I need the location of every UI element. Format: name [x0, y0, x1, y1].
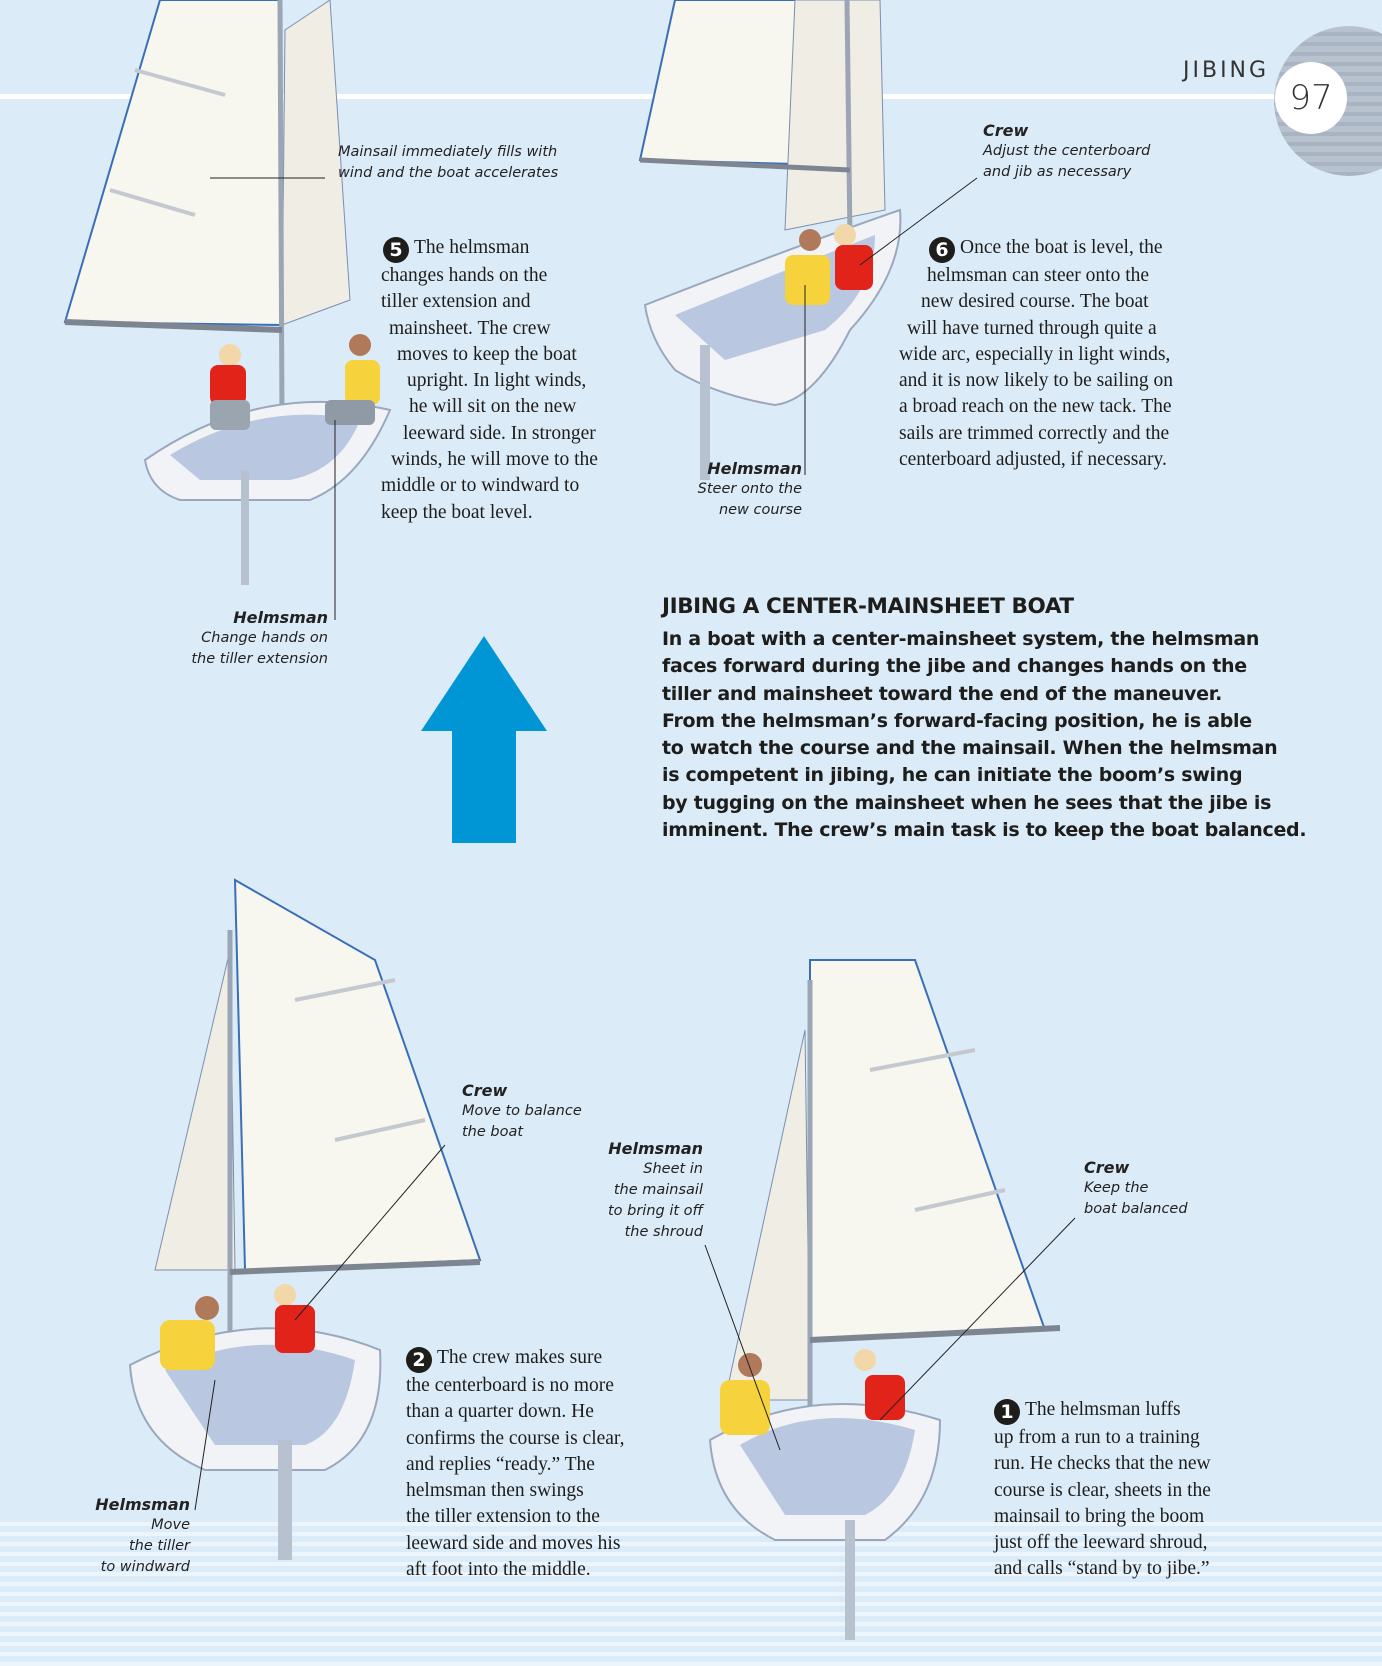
callout-line: the mainsail	[613, 1182, 703, 1198]
step2-number-badge: 2	[406, 1347, 432, 1373]
header-rule	[0, 94, 1285, 99]
running-head: JIBING	[1183, 58, 1270, 83]
callout-line: the boat	[462, 1124, 524, 1140]
step6-number-badge: 6	[929, 237, 955, 263]
step1-line: run. He checks that the new	[994, 1453, 1211, 1475]
callout-role: Crew	[1084, 1158, 1130, 1177]
callout-helmsman-step1: Helmsman Sheet in the mainsail to bring …	[590, 1138, 703, 1243]
callout-line: new course	[718, 502, 802, 518]
callout-role: Helmsman	[707, 459, 802, 478]
callout-role: Helmsman	[608, 1139, 703, 1158]
callout-line: Adjust the centerboard	[983, 143, 1151, 159]
step5-line: tiller extension and	[381, 291, 531, 313]
step5-line: leeward side. In stronger	[403, 422, 596, 444]
step5-line: mainsheet. The crew	[389, 317, 551, 339]
step1-line: mainsail to bring the boom	[994, 1505, 1205, 1527]
step2-line: the tiller extension to the	[406, 1506, 600, 1528]
step2-line: and replies “ready.” The	[406, 1453, 595, 1475]
callout-line: the tiller	[128, 1538, 190, 1554]
step1-number-badge: 1	[994, 1399, 1020, 1425]
callout-line: and jib as necessary	[983, 164, 1132, 180]
step2-line: leeward side and moves his	[406, 1532, 621, 1554]
step5-line: changes hands on the	[381, 265, 548, 286]
section-line: From the helmsman’s forward-facing posit…	[662, 709, 1252, 732]
callout-line: Mainsail immediately fills with	[338, 144, 558, 160]
section-line: imminent. The crew’s main task is to kee…	[662, 819, 1307, 842]
callout-line: Move	[151, 1517, 190, 1533]
step6-line: sails are trimmed correctly and the	[899, 422, 1170, 444]
callout-line: to windward	[100, 1559, 190, 1575]
step2-line: aft foot into the middle.	[406, 1559, 591, 1581]
step5-line: moves to keep the boat	[397, 343, 577, 365]
step6-line: new desired course. The boat	[921, 291, 1149, 313]
callout-role: Helmsman	[95, 1495, 190, 1514]
section-title: JIBING A CENTER-MAINSHEET BOAT	[662, 594, 1074, 619]
callout-line: the shroud	[624, 1224, 703, 1240]
callout-line: Change hands on	[201, 630, 328, 646]
step1-line: course is clear, sheets in the	[994, 1479, 1211, 1501]
step6-line: a broad reach on the new tack. The	[899, 396, 1172, 418]
callout-role: Crew	[983, 121, 1029, 140]
illustration-step6-boat	[638, 0, 978, 480]
step1-line: and calls “stand by to jibe.”	[994, 1558, 1210, 1580]
page-background-stripes	[0, 1516, 1382, 1666]
section-line: tiller and mainsheet toward the end of t…	[662, 682, 1223, 705]
callout-line: Sheet in	[643, 1161, 703, 1177]
callout-line: Keep the	[1084, 1180, 1149, 1196]
step2-line: than a quarter down. He	[406, 1401, 594, 1423]
step5-line: winds, he will move to the	[391, 449, 598, 471]
callout-role: Helmsman	[233, 608, 328, 627]
step6-line: helmsman can steer onto the	[927, 265, 1150, 286]
step2-line: helmsman then swings	[406, 1480, 584, 1502]
callout-helmsman-step6: Helmsman Steer onto the new course	[680, 458, 802, 521]
section-body: In a boat with a center-mainsheet system…	[662, 626, 1307, 844]
callout-helmsman-step2: Helmsman Move the tiller to windward	[90, 1494, 190, 1578]
illustration-step1-boat	[704, 959, 1076, 1640]
step6-line: will have turned through quite a	[907, 317, 1157, 339]
step6-line: Once the boat is level, the	[960, 237, 1163, 258]
step5-line: upright. In light winds,	[407, 370, 587, 392]
callout-line: to bring it off	[607, 1203, 703, 1219]
step6-line: and it is now likely to be sailing on	[899, 370, 1174, 392]
section-line: to watch the course and the mainsail. Wh…	[662, 737, 1278, 760]
callout-line: Steer onto the	[697, 481, 802, 497]
callout-line: the tiller extension	[191, 651, 328, 667]
step5-line: The helmsman	[414, 237, 530, 258]
section-line: is competent in jibing, he can initiate …	[662, 764, 1243, 787]
callout-crew-step6: Crew Adjust the centerboard and jib as n…	[983, 120, 1150, 183]
step6-line: wide arc, especially in light winds,	[899, 343, 1171, 365]
callout-mainsail-fills: Mainsail immediately fills with wind and…	[338, 142, 558, 184]
callout-line: boat balanced	[1084, 1201, 1188, 1217]
up-arrow-icon	[421, 636, 547, 843]
page-number: 97	[1275, 62, 1347, 134]
step2-line: the centerboard is no more	[406, 1375, 614, 1396]
step5-line: keep the boat level.	[381, 501, 533, 523]
callout-helmsman-step5: Helmsman Change hands on the tiller exte…	[190, 607, 328, 670]
illustration-step2-boat	[128, 878, 482, 1560]
callout-crew-step1: Crew Keep the boat balanced	[1084, 1157, 1188, 1220]
step1-line: up from a run to a training	[994, 1427, 1200, 1448]
section-line: by tugging on the mainsheet when he sees…	[662, 791, 1272, 814]
step2-line: The crew makes sure	[437, 1347, 603, 1368]
section-line: In a boat with a center-mainsheet system…	[662, 628, 1260, 650]
step5-number-badge: 5	[383, 237, 409, 263]
step5-line: he will sit on the new	[409, 396, 577, 418]
step1-line: The helmsman luffs	[1025, 1399, 1181, 1420]
callout-role: Crew	[462, 1081, 508, 1100]
callout-crew-step2: Crew Move to balance the boat	[462, 1080, 582, 1143]
section-line: faces forward during the jibe and change…	[662, 655, 1247, 678]
step1-line: just off the leeward shroud,	[994, 1532, 1208, 1554]
callout-line: Move to balance	[462, 1103, 582, 1119]
callout-line: wind and the boat accelerates	[338, 165, 559, 181]
step6-line: centerboard adjusted, if necessary.	[899, 449, 1167, 471]
step2-line: confirms the course is clear,	[406, 1427, 625, 1449]
illustration-step5-boat	[63, 0, 392, 620]
step5-line: middle or to windward to	[381, 475, 580, 497]
